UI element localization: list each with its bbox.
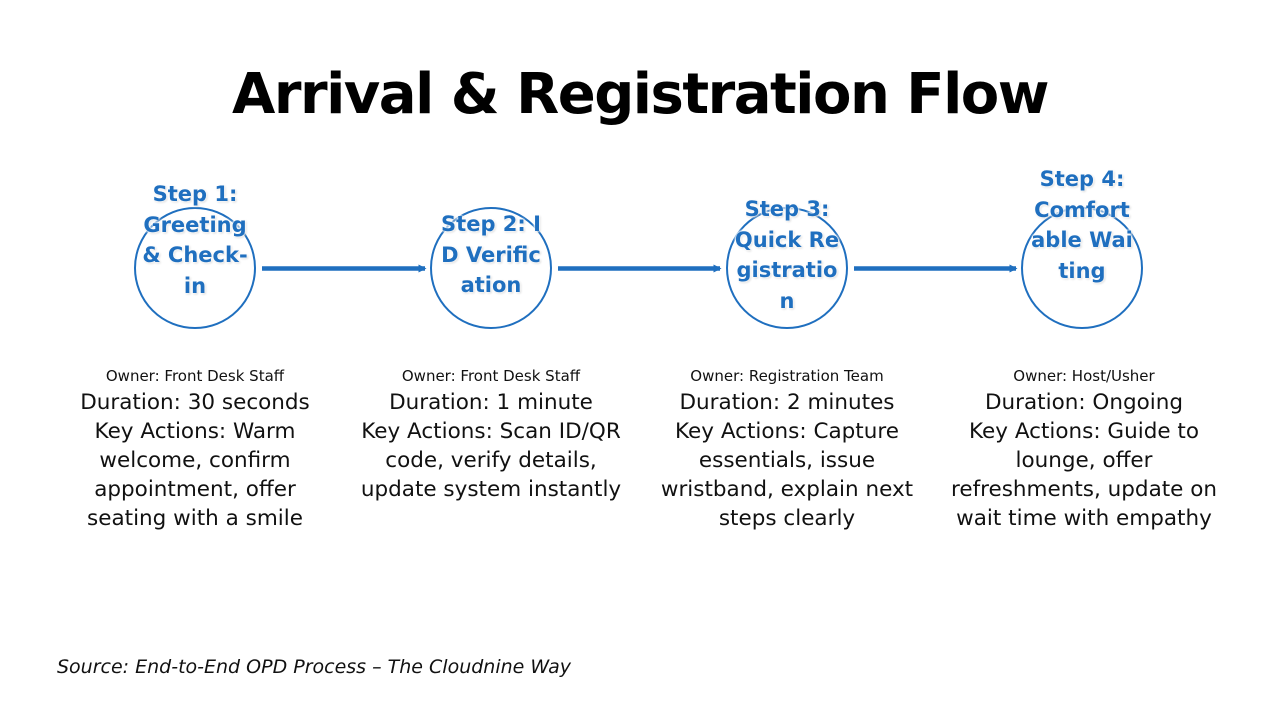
step-3-key-actions: Key Actions: Capture essentials, issue w… <box>660 419 914 531</box>
step-4-key-actions: Key Actions: Guide to lounge, offer refr… <box>950 419 1218 531</box>
step-4-owner: Owner: Host/Usher <box>1013 367 1155 385</box>
step-1-owner: Owner: Front Desk Staff <box>105 367 285 385</box>
step-2-owner: Owner: Front Desk Staff <box>401 367 581 385</box>
step-1-label: Step 1: Greeting & Check-in <box>142 182 248 298</box>
step-3-details: Owner: Registration Team Duration: 2 min… <box>652 364 922 533</box>
step-2-label: Step 2: ID Verification <box>441 212 541 297</box>
step-1-key-actions: Key Actions: Warm welcome, confirm appoi… <box>87 419 303 531</box>
step-1-node <box>134 207 256 329</box>
step-2-details: Owner: Front Desk Staff Duration: 1 minu… <box>356 364 626 504</box>
step-1-duration: Duration: 30 seconds <box>80 390 310 415</box>
step-2-key-actions: Key Actions: Scan ID/QR code, verify det… <box>360 419 622 502</box>
source-citation: Source: End-to-End OPD Process – The Clo… <box>57 656 572 678</box>
step-3-node <box>726 207 848 329</box>
step-4-details: Owner: Host/Usher Duration: Ongoing Key … <box>949 364 1219 533</box>
step-3-owner: Owner: Registration Team <box>690 367 884 385</box>
step-3-label: Step 3: Quick Registration <box>734 197 840 313</box>
step-2-duration: Duration: 1 minute <box>389 390 593 415</box>
step-1-details: Owner: Front Desk Staff Duration: 30 sec… <box>60 364 330 533</box>
step-4-label: Step 4: Comfortable Waiting <box>1031 167 1133 283</box>
step-4-node <box>1021 207 1143 329</box>
step-2-node <box>430 207 552 329</box>
step-3-duration: Duration: 2 minutes <box>679 390 895 415</box>
page-title: Arrival & Registration Flow <box>232 62 1049 127</box>
step-4-duration: Duration: Ongoing <box>984 390 1184 415</box>
